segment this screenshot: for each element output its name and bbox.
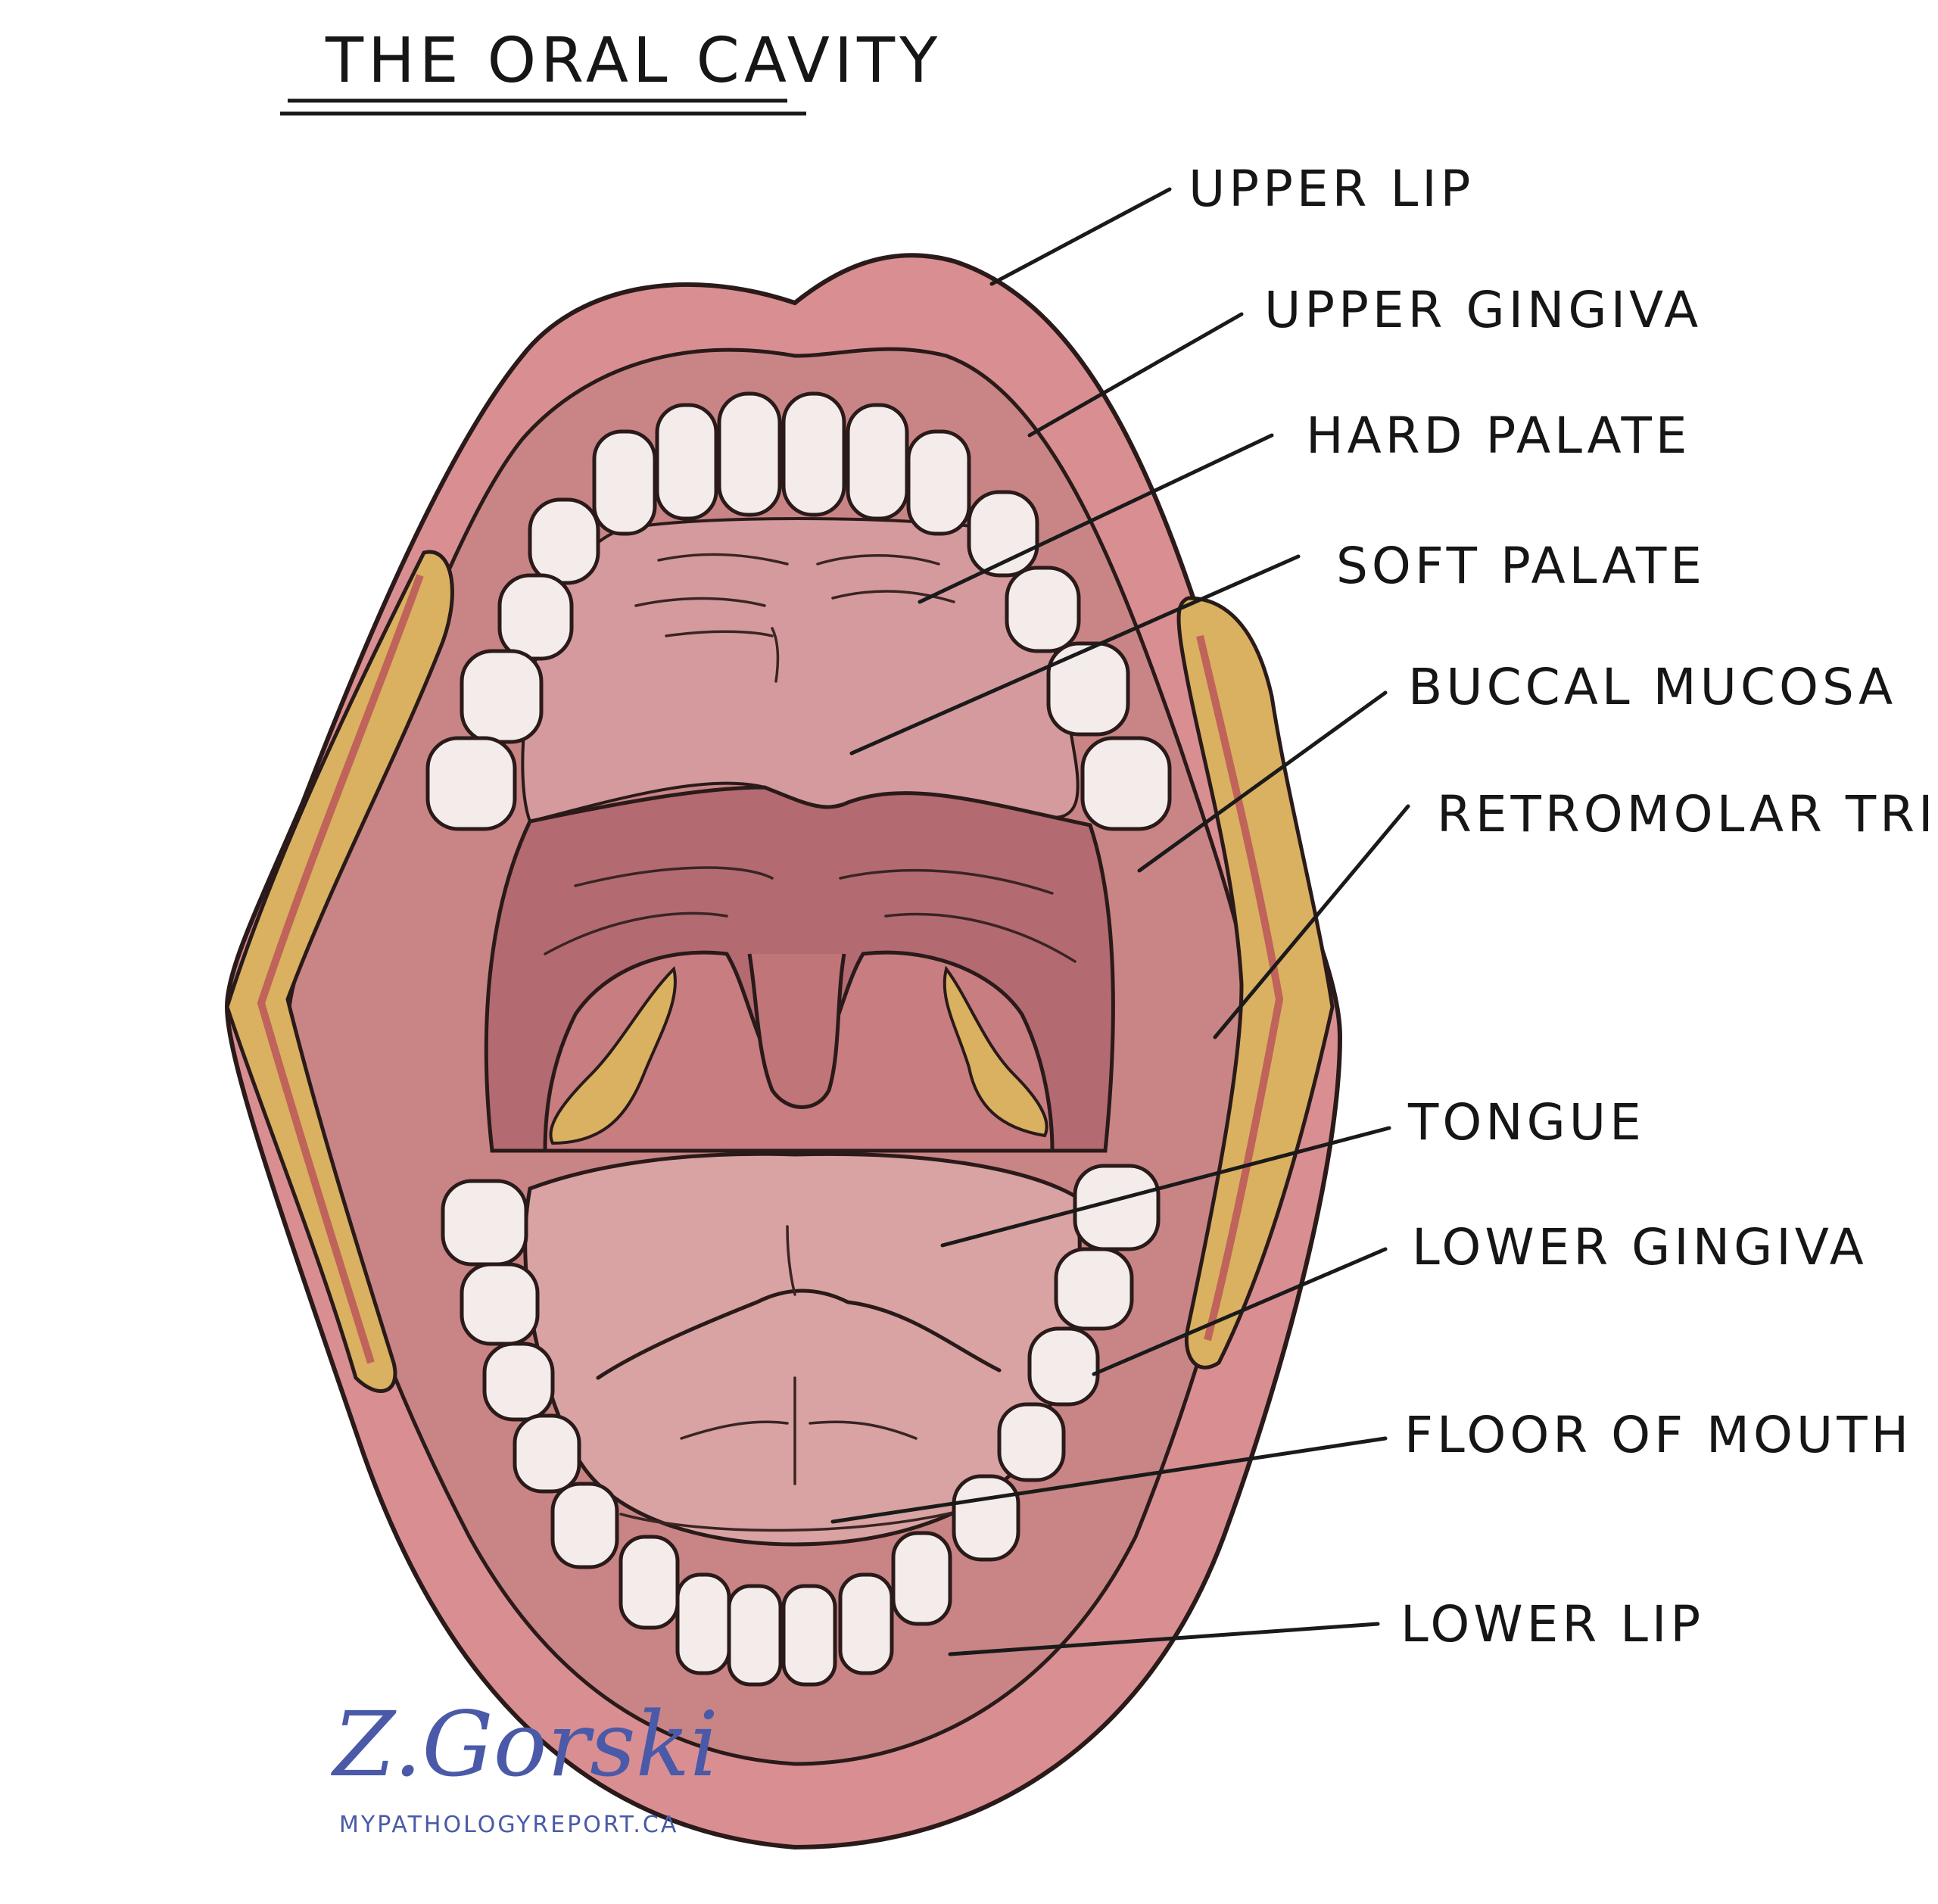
- leader-tongue: [940, 1126, 1391, 1248]
- palate-ruga-2: [816, 554, 940, 566]
- lower-premolar-left-1: [482, 1342, 555, 1422]
- lower-molar-right-1: [1073, 1164, 1161, 1251]
- floor-of-mouth-fold: [619, 1505, 978, 1532]
- arch-fold-4: [884, 912, 1076, 963]
- tongue-underside-2: [809, 1420, 918, 1440]
- label-soft-palate: SOFT PALATE: [1336, 537, 1706, 595]
- upper-premolar-left-1: [528, 497, 600, 585]
- lower-incisor-2: [891, 1531, 952, 1626]
- label-hard-palate: HARD PALATE: [1306, 407, 1691, 465]
- diagram-title: THE ORAL CAVITY: [325, 25, 942, 97]
- tongue-tip-edge: [596, 1289, 1002, 1380]
- upper-premolar-left-2: [497, 573, 574, 661]
- palate-ruga-4: [831, 590, 955, 603]
- palate-ruga-5: [665, 630, 774, 637]
- upper-incisor-3: [655, 403, 718, 521]
- upper-incisor-1: [717, 391, 782, 517]
- label-buccal-mucosa: BUCCAL MUCOSA: [1408, 658, 1896, 716]
- lower-premolar-left-2: [513, 1413, 581, 1494]
- leader-soft-palate: [849, 554, 1301, 756]
- lower-incisor-3: [675, 1572, 731, 1675]
- left-tonsil: [549, 966, 677, 1145]
- lower-premolar-right-2: [997, 1402, 1066, 1482]
- leader-floor-of-mouth: [830, 1436, 1388, 1524]
- upper-molar-left-2: [425, 736, 517, 831]
- lower-molar-left-1: [441, 1179, 528, 1267]
- arch-fold-1: [574, 866, 774, 887]
- lower-incisor-6: [781, 1584, 837, 1687]
- lower-molar-right-2: [1054, 1247, 1134, 1331]
- tongue-midline: [786, 1225, 796, 1296]
- left-buccal-fat-inner: [257, 574, 424, 1364]
- leader-buccal-mucosa: [1137, 690, 1388, 873]
- palate-ruga-1: [657, 553, 789, 566]
- leader-upper-lip: [989, 187, 1172, 286]
- leader-retromolar-trigone: [1213, 804, 1410, 1039]
- leader-lower-lip: [948, 1622, 1380, 1656]
- lower-canine-right: [952, 1474, 1020, 1562]
- label-lower-lip: LOWER LIP: [1401, 1595, 1704, 1653]
- label-retromolar-trigone: RETROMOLAR TRIGONE: [1437, 785, 1938, 843]
- lower-premolar-right-1: [1027, 1326, 1100, 1407]
- label-floor-of-mouth: FLOOR OF MOUTH: [1404, 1406, 1912, 1464]
- uvula: [747, 953, 846, 1109]
- lower-teeth: [441, 1164, 1161, 1687]
- upper-molar-left-1: [460, 649, 544, 744]
- lower-incisor-4: [838, 1572, 894, 1675]
- arch-fold-2: [839, 868, 1054, 895]
- label-upper-gingiva: UPPER GINGIVA: [1264, 281, 1702, 339]
- palate-midline: [771, 627, 780, 683]
- tongue-underside-1: [680, 1420, 789, 1440]
- upper-incisor-4: [846, 403, 909, 521]
- upper-teeth: [425, 391, 1172, 831]
- lower-incisor-1: [618, 1535, 680, 1630]
- upper-premolar-right-2: [1005, 566, 1081, 653]
- arch-fold-3: [544, 911, 728, 955]
- right-buccal-fat-inner: [1196, 634, 1284, 1342]
- upper-molar-right-2: [1080, 736, 1172, 831]
- leader-lower-gingiva: [1092, 1247, 1388, 1376]
- label-tongue: TONGUE: [1407, 1093, 1645, 1151]
- lower-canine-left: [550, 1482, 619, 1569]
- upper-canine-right: [906, 429, 971, 536]
- palate-ruga-3: [634, 597, 766, 607]
- upper-incisor-2: [781, 391, 846, 517]
- right-tonsil: [943, 965, 1048, 1138]
- upper-molar-right-1: [1046, 641, 1130, 737]
- lower-molar-left-2: [460, 1262, 540, 1346]
- artist-signature: Z.Gorski: [330, 1692, 718, 1796]
- leader-upper-gingiva: [1027, 312, 1244, 438]
- artist-website: MYPATHOLOGYREPORT.CA: [339, 1812, 678, 1838]
- label-lower-gingiva: LOWER GINGIVA: [1412, 1218, 1868, 1276]
- upper-canine-left: [592, 429, 657, 536]
- leader-hard-palate: [918, 433, 1274, 604]
- lower-incisor-5: [727, 1584, 783, 1687]
- label-upper-lip: UPPER LIP: [1189, 160, 1474, 218]
